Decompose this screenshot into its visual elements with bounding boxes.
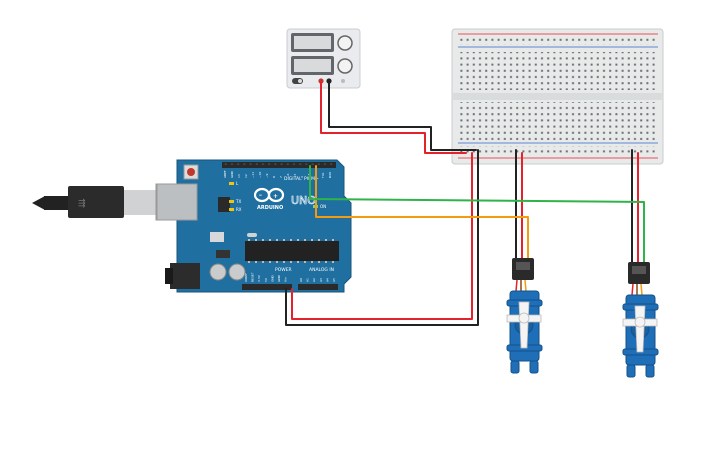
wire-arduino-5v[interactable] bbox=[291, 152, 473, 320]
wire-servo2-signal[interactable] bbox=[309, 165, 645, 263]
wire-supply-positive[interactable] bbox=[320, 80, 467, 154]
breadboard[interactable] bbox=[451, 28, 664, 165]
pin-label: RX0 bbox=[328, 172, 332, 178]
pin-label: GND bbox=[277, 274, 281, 282]
pin-label: 5V bbox=[264, 277, 268, 282]
led-on-label: ON bbox=[320, 204, 326, 209]
analog-in-label: ANALOG IN bbox=[309, 267, 334, 273]
pin-label: 13 bbox=[237, 174, 241, 178]
svg-text:+: + bbox=[273, 193, 278, 200]
led-tx-label: TX bbox=[235, 199, 241, 204]
pin-label: ~9 bbox=[265, 173, 269, 178]
servo-horn-icon[interactable] bbox=[622, 305, 658, 353]
arduino-logo: – + bbox=[253, 187, 285, 203]
servo-horn-icon[interactable] bbox=[506, 301, 542, 349]
pin-label: IOREF bbox=[244, 273, 248, 282]
pin-label: 8 bbox=[272, 176, 276, 178]
pin-label: TX1 bbox=[321, 172, 325, 179]
pin-label: A0 bbox=[299, 278, 303, 282]
wire-arduino-gnd[interactable] bbox=[285, 149, 479, 326]
power-pin-header[interactable] bbox=[242, 284, 292, 290]
svg-text:⇶: ⇶ bbox=[78, 198, 86, 209]
voltage-knob-icon[interactable] bbox=[337, 35, 353, 51]
svg-text:–: – bbox=[259, 192, 262, 199]
analog-pin-header[interactable] bbox=[298, 284, 338, 290]
pin-label: A2 bbox=[312, 278, 316, 282]
uno-model-text: UNO bbox=[291, 194, 316, 207]
atmega-chip bbox=[245, 241, 339, 261]
pin-label: ~11 bbox=[251, 172, 255, 178]
led-rx-label: RX bbox=[236, 207, 242, 212]
led-l-label: L bbox=[236, 181, 239, 186]
pin-label: RESET bbox=[251, 272, 255, 282]
wire-supply-negative[interactable] bbox=[328, 80, 477, 151]
pin-label: 3.3V bbox=[257, 274, 261, 282]
pwm-label: PWM~ bbox=[304, 176, 319, 182]
pin-label: ~5 bbox=[293, 173, 297, 178]
pin-label: A1 bbox=[306, 278, 310, 282]
usb-plug[interactable] bbox=[68, 186, 124, 218]
pin-label: 12 bbox=[244, 174, 248, 178]
servo-motor-1[interactable] bbox=[506, 258, 543, 374]
wire-servo1-signal[interactable] bbox=[315, 165, 529, 259]
pin-label: 4 bbox=[300, 176, 304, 178]
pin-label: A5 bbox=[332, 278, 336, 282]
pin-label: AREF bbox=[223, 170, 227, 178]
current-knob-icon[interactable] bbox=[337, 58, 353, 74]
digital-label: DIGITAL bbox=[284, 176, 302, 182]
pin-label: Vin bbox=[284, 277, 288, 282]
power-label: POWER bbox=[275, 267, 292, 273]
servo-motor-2[interactable] bbox=[622, 262, 659, 378]
arduino-brand-text: ARDUINO bbox=[257, 205, 283, 211]
pin-label: ~10 bbox=[258, 172, 262, 178]
pin-label: GND bbox=[230, 170, 234, 178]
pin-label: A4 bbox=[325, 278, 329, 282]
pin-label: 7 bbox=[279, 176, 283, 178]
arduino-uno-board[interactable]: L TX RX ON – + ARDUINO UNO DIGITAL PWM~ … bbox=[156, 159, 352, 293]
pin-label: A3 bbox=[319, 278, 323, 282]
power-supply[interactable] bbox=[286, 28, 361, 89]
pin-label: GND bbox=[270, 274, 274, 282]
pin-label: ~6 bbox=[286, 173, 290, 178]
dc-power-jack bbox=[170, 263, 200, 289]
